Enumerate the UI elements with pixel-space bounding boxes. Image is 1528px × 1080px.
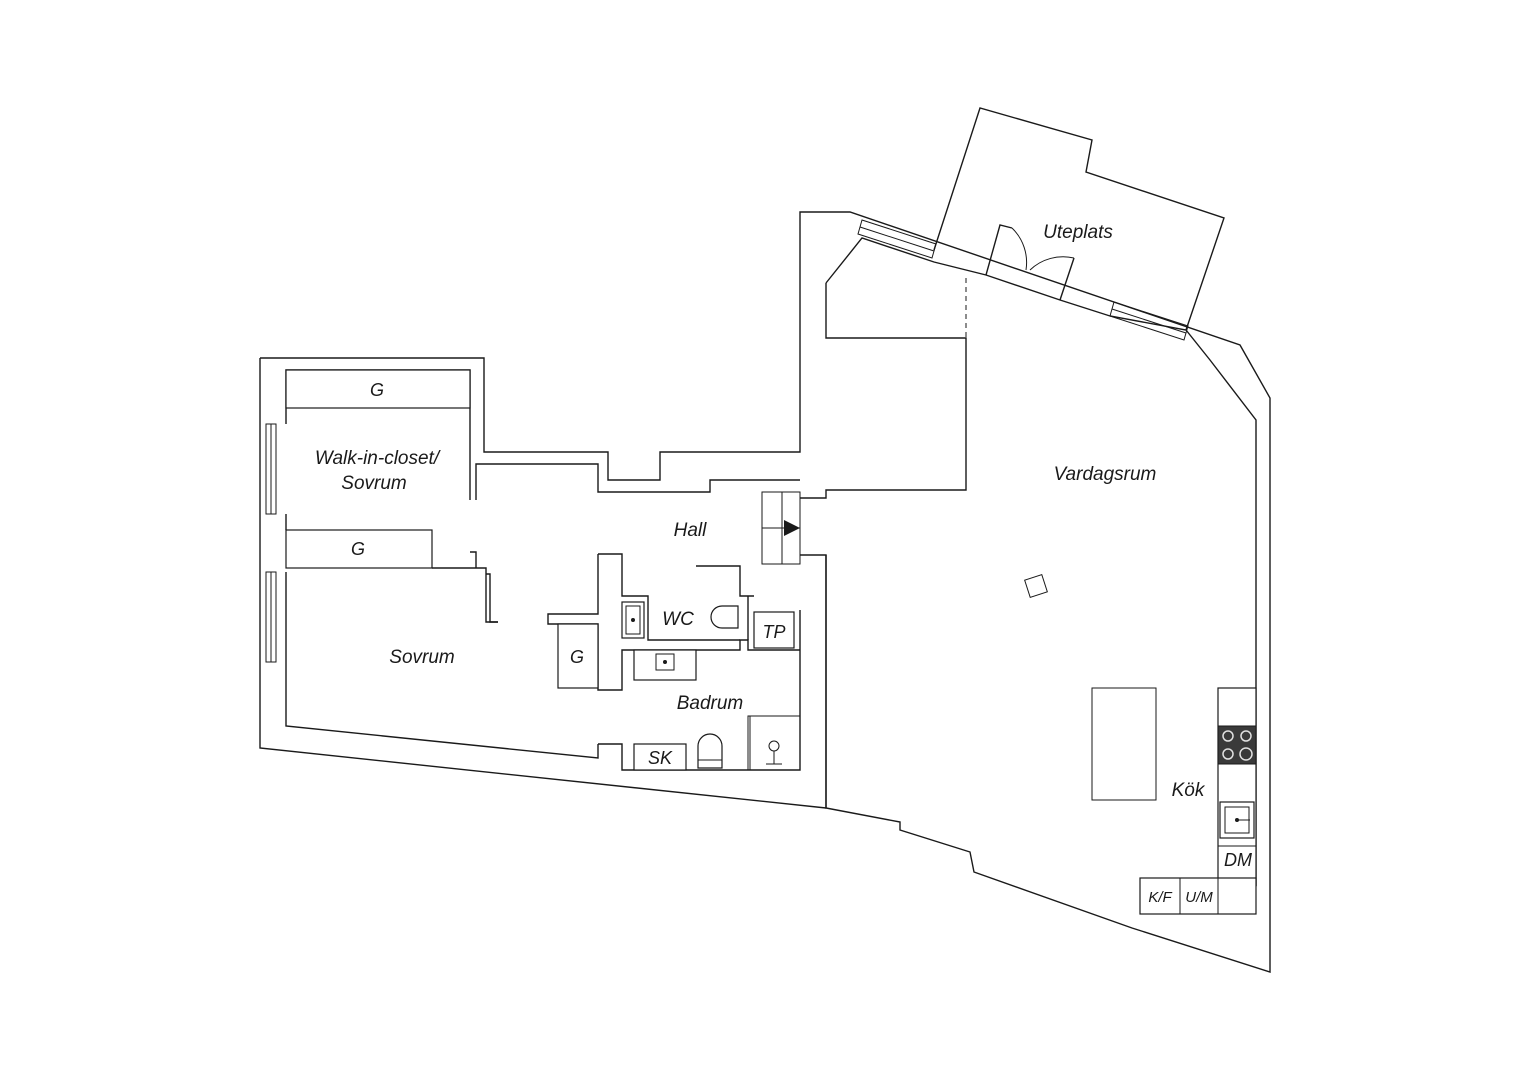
walkin-right-wall [475,463,800,500]
room-label-vardagsrum: Vardagsrum [1054,464,1157,485]
oven-microwave-label: U/M [1185,889,1213,906]
wc-right-wall [696,565,754,597]
kitchen-counter [1217,687,1257,887]
wc-sink-icon [621,601,645,639]
kitchen-island [1091,687,1157,801]
patio-entry-wall-right [1059,257,1075,301]
bathroom-sink-icon [633,649,697,681]
fridge-freezer-label: K/F [1148,889,1172,906]
window-top-right [1109,301,1189,341]
window-sovrum [265,571,277,663]
room-label-wc: WC [662,609,694,630]
sovrum-wall [285,572,599,759]
inner-wall-left-living [800,283,967,499]
window-top-left [857,219,937,259]
cabinet [633,743,687,771]
room-label-walkin-line2: Sovrum [341,473,406,494]
wc-toilet-icon [710,605,739,629]
stove-icon [1217,725,1257,765]
column-icon [1024,574,1048,598]
wardrobe-top [285,369,471,409]
outer-wall-lower [259,358,827,809]
cabinet-label: SK [648,748,673,768]
room-label-walkin-line1: Walk-in-closet/ [315,448,441,469]
wc-wall [598,553,740,641]
wardrobe-top-label: G [370,380,384,400]
room-label-hall: Hall [674,520,708,541]
wardrobe-bath [557,623,599,689]
bathroom-toilet-icon [697,733,723,769]
wardrobe-mid [285,529,433,569]
kitchen-sink-icon [1219,801,1255,839]
wardrobe-bath-label: G [570,647,584,667]
patio-door-left-icon [1011,227,1028,271]
room-label-badrum: Badrum [677,693,744,714]
patio-outline [933,107,1225,331]
window-walkin [265,423,277,515]
room-label-uteplats: Uteplats [1043,222,1113,243]
hall-stub-wall [470,551,477,568]
wardrobe-mid-label: G [351,539,365,559]
inner-wall-top [825,237,1257,886]
room-label-kok: Kök [1172,780,1206,801]
towel-dryer [753,611,795,649]
room-label-sovrum: Sovrum [389,647,454,668]
patio-door-right-icon [1029,256,1075,271]
towel-dryer-label: TP [762,622,785,642]
walkin-bottom-wall [432,567,498,623]
dishwasher-label: DM [1224,850,1252,870]
sovrum-right-wall [486,573,498,623]
entrance-arrow-icon [784,520,800,536]
shower-icon [747,715,801,771]
outer-wall [260,211,1271,973]
patio-entry-wall [985,224,1013,276]
appliance-row [1139,877,1257,915]
